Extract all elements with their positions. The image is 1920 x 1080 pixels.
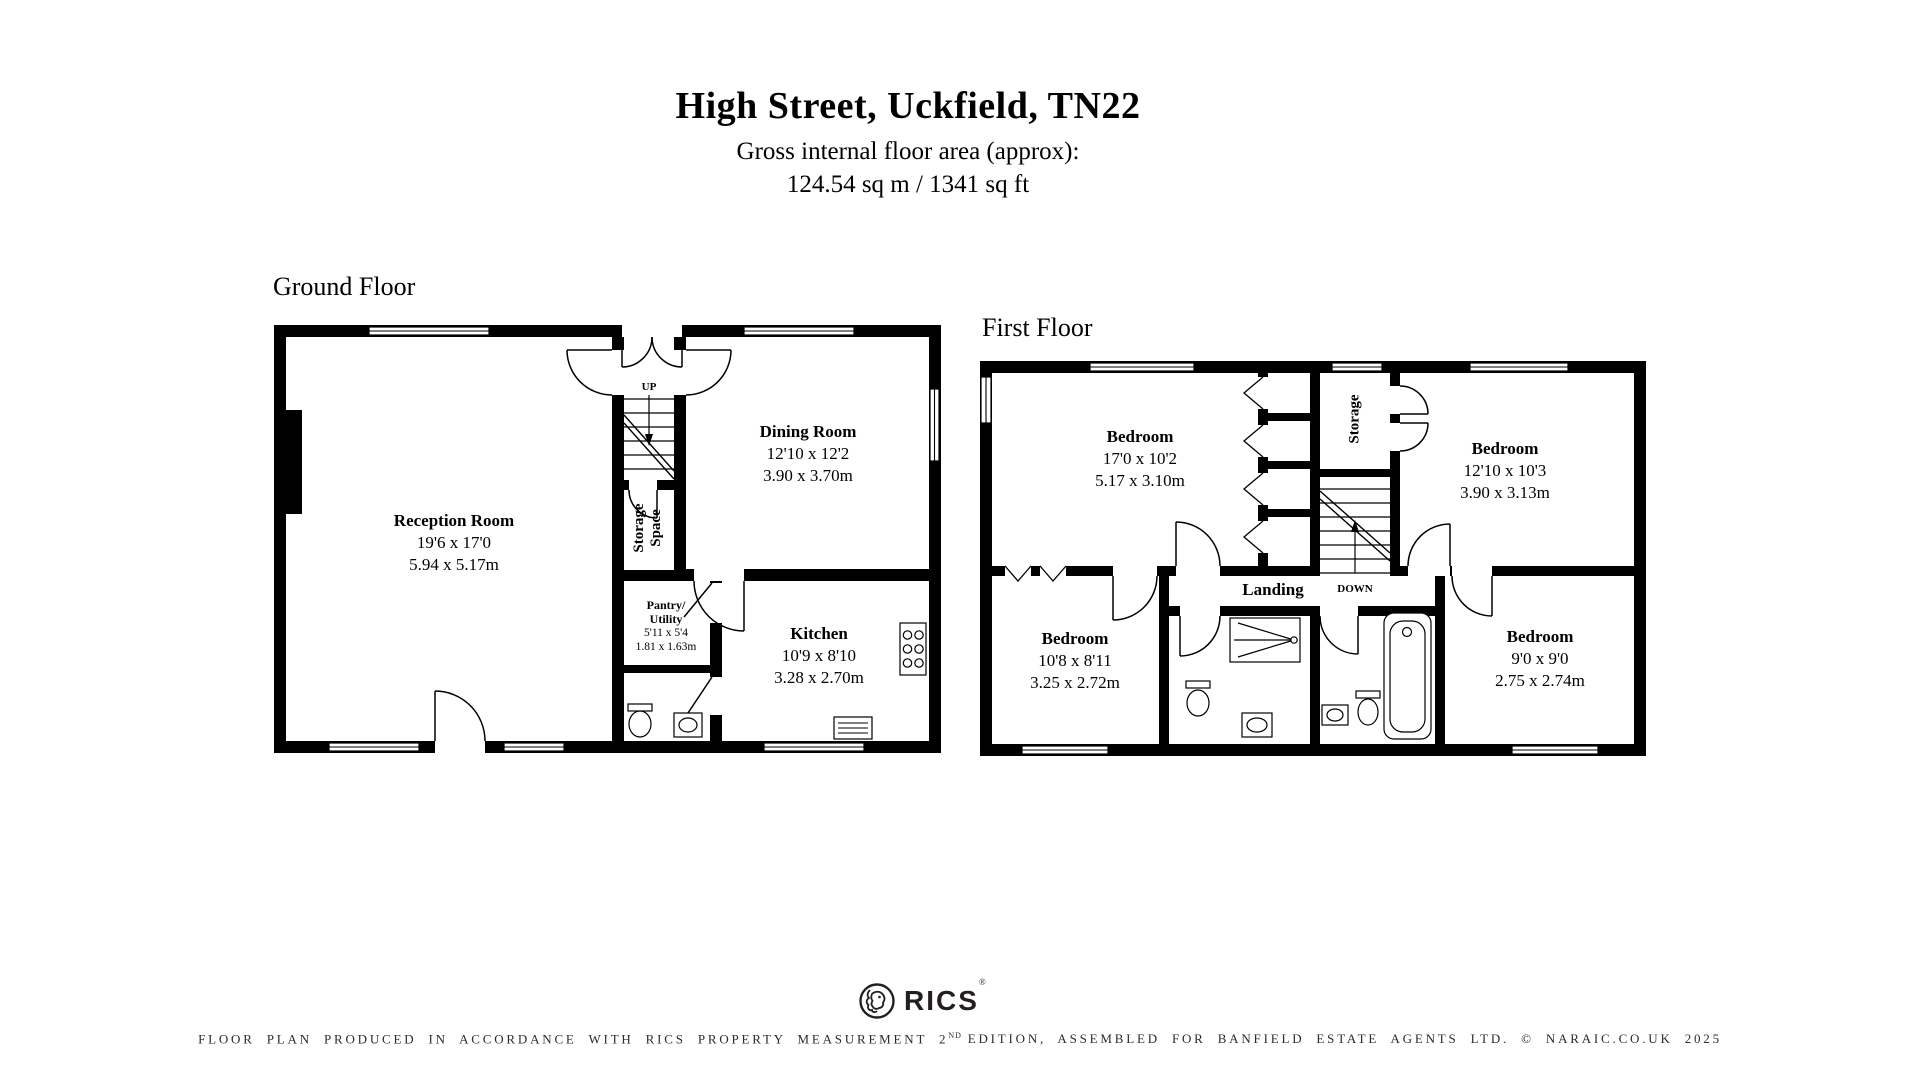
rics-wordmark: RICS <box>904 985 979 1016</box>
header: High Street, Uckfield, TN22 Gross intern… <box>408 84 1408 199</box>
bedroom-3-label: Bedroom 10'8 x 8'11 3.25 x 2.72m <box>1030 629 1120 692</box>
stairs-down-label: DOWN <box>1337 583 1373 595</box>
landing-label: Landing <box>1242 580 1304 599</box>
stairs-down-arrowhead <box>1351 520 1359 532</box>
first-walls <box>980 361 1646 756</box>
dining-room-label: Dining Room 12'10 x 12'2 3.90 x 3.70m <box>759 422 857 485</box>
registered-mark: ® <box>978 977 986 987</box>
disclaimer-superscript: ND <box>948 1031 962 1040</box>
disclaimer-part1: FLOOR PLAN PRODUCED IN ACCORDANCE WITH R… <box>198 1031 949 1047</box>
window-symbol <box>980 362 1599 755</box>
stairs-up-label: UP <box>641 381 657 393</box>
first-door-openings <box>1005 377 1492 616</box>
first-floor-plan-drawing <box>980 361 1646 756</box>
shower-symbol <box>1229 617 1301 663</box>
stairs-symbol <box>623 395 675 480</box>
rics-lion-icon <box>859 983 895 1019</box>
rics-logo: RICS® <box>858 977 986 1020</box>
window-midlines <box>329 330 936 748</box>
hob-symbol <box>899 622 927 676</box>
door-arc <box>1112 385 1493 657</box>
gross-area-caption: Gross internal floor area (approx): <box>736 138 1080 165</box>
sink-symbol <box>673 712 703 738</box>
sink-symbol <box>1241 712 1273 738</box>
bedroom-1-label: Bedroom 17'0 x 10'2 5.17 x 3.10m <box>1095 427 1185 490</box>
window-midlines <box>985 366 1598 751</box>
kitchen-label: Kitchen 10'9 x 8'10 3.28 x 2.70m <box>774 624 864 687</box>
toilet-symbol <box>1355 690 1381 726</box>
storage-space-label: Storage Space <box>631 503 664 553</box>
sink-symbol <box>1321 704 1349 726</box>
appliance-vents <box>838 722 868 734</box>
reception-room-label: Reception Room 19'6 x 17'0 5.94 x 5.17m <box>393 511 515 574</box>
storage-label: Storage <box>1346 394 1363 444</box>
first-floor-label: First Floor <box>982 313 1093 342</box>
ground-floor-plan-drawing <box>274 325 941 753</box>
first-floor-plan: Bedroom 17'0 x 10'2 5.17 x 3.10m Bedroom… <box>980 361 1646 756</box>
page-title: High Street, Uckfield, TN22 <box>675 85 1141 127</box>
stairs-up-arrowhead <box>645 434 653 446</box>
gross-area-value: 124.54 sq m / 1341 sq ft <box>786 171 1030 198</box>
pantry-utility-label: Pantry/ Utility 5'11 x 5'4 1.81 x 1.63m <box>635 598 697 653</box>
bedroom-2-label: Bedroom 12'10 x 10'3 3.90 x 3.13m <box>1460 439 1550 502</box>
door-arc <box>434 336 745 742</box>
toilet-symbol <box>1185 680 1211 717</box>
ground-floor-plan: Reception Room 19'6 x 17'0 5.94 x 5.17m … <box>274 325 941 753</box>
toilet-symbol <box>627 703 653 738</box>
ground-door-openings <box>435 325 744 753</box>
bedroom-4-label: Bedroom 9'0 x 9'0 2.75 x 2.74m <box>1495 627 1585 690</box>
bathtub-symbol <box>1383 612 1432 740</box>
disclaimer-text: FLOOR PLAN PRODUCED IN ACCORDANCE WITH R… <box>0 1031 1920 1047</box>
disclaimer-part2: EDITION, ASSEMBLED FOR BANFIELD ESTATE A… <box>967 1031 1722 1047</box>
bifold-door-symbol <box>1004 376 1264 582</box>
ground-floor-label: Ground Floor <box>273 272 416 301</box>
